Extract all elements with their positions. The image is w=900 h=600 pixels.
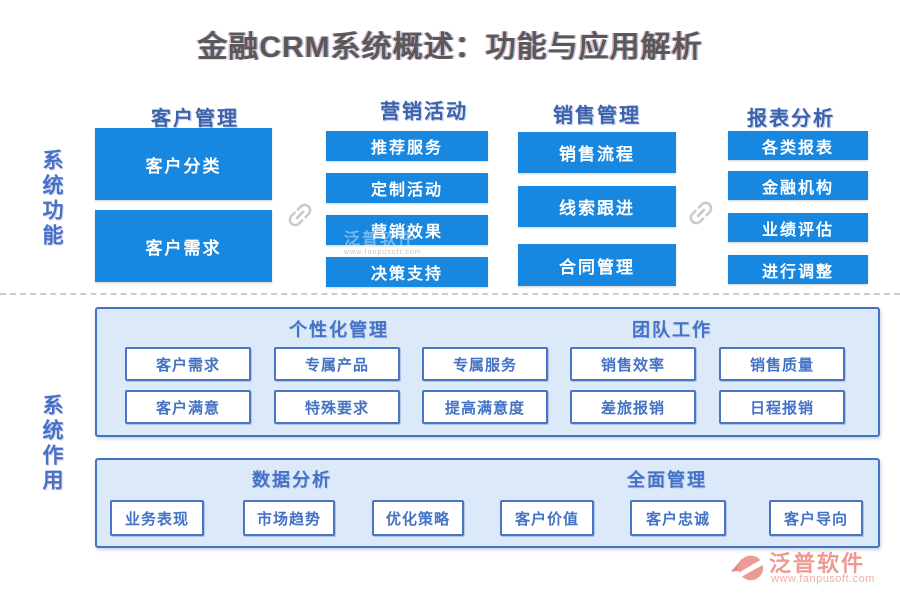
group-header-team-work: 团队工作: [632, 320, 712, 340]
role-box-customer-satisfaction: 客户满意: [125, 390, 251, 424]
role-box-optimization-strategy: 优化策略: [372, 500, 464, 536]
brand-url: www.fanpusoft.com: [771, 573, 875, 585]
function-box-performance-evaluation: 业绩评估: [728, 213, 868, 242]
role-box-market-trends: 市场趋势: [243, 500, 335, 536]
function-box-financial-institutions: 金融机构: [728, 171, 868, 200]
column-header-sales-management: 销售管理: [553, 105, 641, 127]
group-header-personalized-management: 个性化管理: [289, 320, 389, 340]
group-header-data-analysis: 数据分析: [252, 470, 332, 490]
page-title: 金融CRM系统概述：功能与应用解析: [197, 31, 703, 64]
column-header-report-analysis: 报表分析: [747, 108, 835, 130]
column-header-marketing-activities: 营销活动: [380, 101, 468, 123]
function-box-make-adjustments: 进行调整: [728, 255, 868, 284]
role-box-exclusive-products: 专属产品: [274, 347, 400, 381]
role-box-travel-reimbursement: 差旅报销: [570, 390, 696, 424]
function-box-customer-needs: 客户需求: [95, 210, 272, 282]
side-label-system-roles: 系统作用: [40, 394, 63, 494]
function-box-various-reports: 各类报表: [728, 131, 868, 160]
function-box-decision-support: 决策支持: [326, 257, 488, 287]
chain-link-icon: [277, 192, 322, 237]
role-box-customer-orientation: 客户导向: [769, 500, 863, 536]
role-box-schedule-reimbursement: 日程报销: [719, 390, 845, 424]
role-box-customer-needs: 客户需求: [125, 347, 251, 381]
section-divider: [0, 293, 900, 295]
chain-link-icon: [678, 190, 723, 235]
role-box-sales-quality: 销售质量: [719, 347, 845, 381]
column-header-customer-management: 客户管理: [151, 108, 239, 130]
role-box-sales-efficiency: 销售效率: [570, 347, 696, 381]
panel-system-roles-bottom: 数据分析 全面管理 业务表现 市场趋势 优化策略 客户价值 客户忠诚 客户导向: [95, 458, 880, 548]
function-box-lead-followup: 线索跟进: [518, 186, 676, 227]
role-box-customer-value: 客户价值: [500, 500, 594, 536]
panel-system-roles-top: 个性化管理 团队工作 客户需求 专属产品 专属服务 销售效率 销售质量 客户满意…: [95, 307, 880, 437]
function-box-recommended-services: 推荐服务: [326, 131, 488, 161]
watermark-url: www.fanpusoft.com: [344, 249, 422, 256]
role-box-customer-loyalty: 客户忠诚: [630, 500, 726, 536]
role-box-business-performance: 业务表现: [110, 500, 204, 536]
role-box-special-requirements: 特殊要求: [274, 390, 400, 424]
role-box-exclusive-services: 专属服务: [422, 347, 548, 381]
function-box-custom-activities: 定制活动: [326, 173, 488, 203]
function-box-contract-management: 合同管理: [518, 244, 676, 286]
side-label-system-functions: 系统功能: [40, 149, 63, 249]
brand-name: 泛普软件: [769, 551, 866, 576]
fanpu-logo-icon: [728, 548, 766, 586]
function-box-sales-process: 销售流程: [518, 132, 676, 173]
role-box-improve-satisfaction: 提高满意度: [422, 390, 548, 424]
function-box-customer-classification: 客户分类: [95, 128, 272, 200]
brand-footer: 泛普软件 www.fanpusoft.com: [728, 546, 888, 590]
group-header-comprehensive-management: 全面管理: [627, 470, 707, 490]
function-box-marketing-effect: 营销效果: [326, 215, 488, 245]
